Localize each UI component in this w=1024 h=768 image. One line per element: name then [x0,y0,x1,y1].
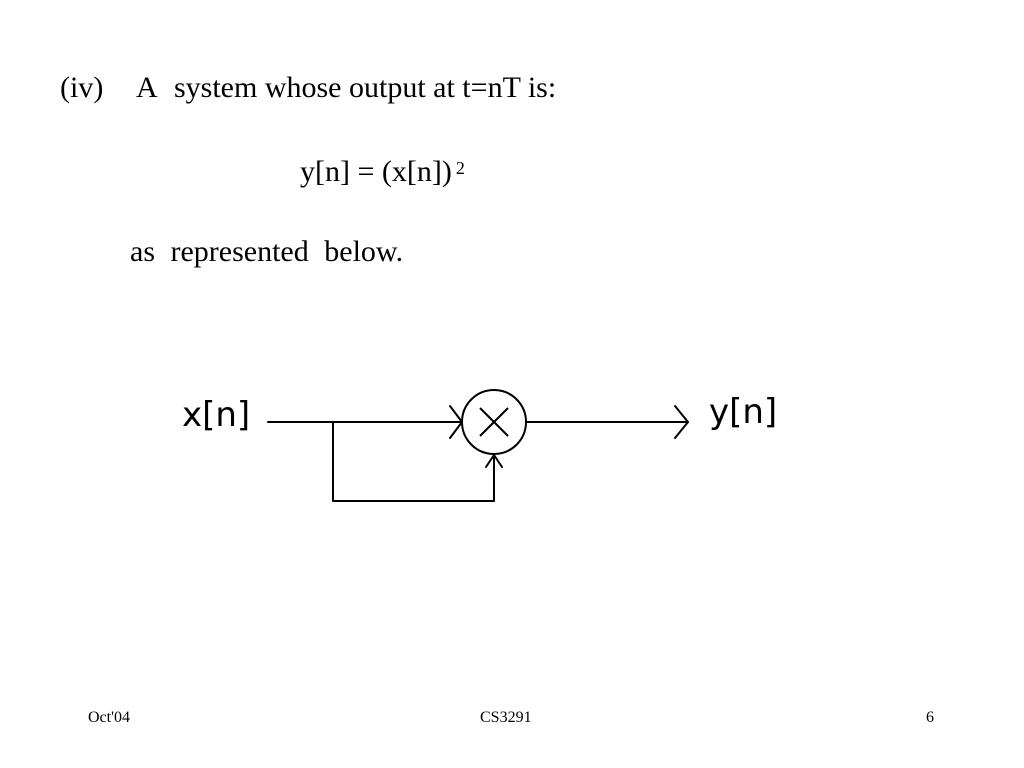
input-label: x[n] [182,395,250,435]
caption: as represented below. [130,232,411,272]
equation-base: y[n] = (x[n]) [300,155,452,188]
output-arrowhead [674,405,689,439]
equation: y[n] = (x[n])2 [300,152,465,192]
footer-course: CS3291 [480,709,532,726]
signal-wires [267,405,689,502]
output-label: y[n] [709,392,777,432]
caption-below: below. [324,235,404,268]
footer-date: Oct'04 [88,709,130,726]
multiplier-icon [461,389,527,455]
heading-text: system whose output at t=nT is: [174,71,557,104]
footer-page-number: 6 [926,709,934,726]
caption-as: as [130,235,155,268]
caption-represented: represented [170,235,309,268]
item-number: (iv) [60,71,104,104]
equation-exponent: 2 [455,158,465,178]
heading-word-a: A [136,71,158,104]
feedback-wire [332,421,495,502]
